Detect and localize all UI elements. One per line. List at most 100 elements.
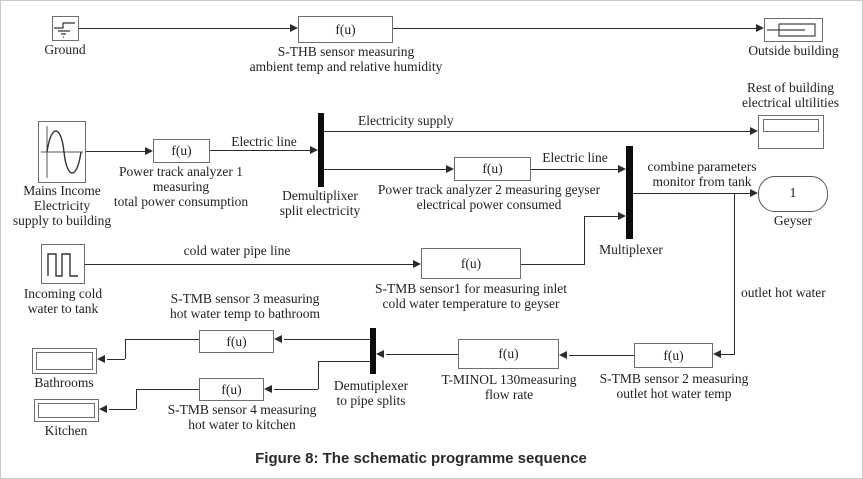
cold-water-pipe-label: cold water pipe line (183, 243, 291, 258)
multiplexer-bar (626, 146, 633, 239)
wire-stmb4-out (136, 389, 199, 390)
fu-block-stmb4: f(u) (199, 378, 264, 401)
fu-label: f(u) (498, 346, 519, 361)
demux-pipe-label: Demutiplexer to pipe splits (333, 378, 409, 408)
fu-block-stmb2: f(u) (634, 343, 713, 368)
outside-building-label: Outside building (748, 43, 839, 58)
sine-wave-icon (41, 126, 83, 178)
ground-label: Ground (44, 42, 86, 57)
outlet-hot-water-label: outlet hot water (741, 285, 826, 300)
arrowhead (618, 165, 626, 173)
outside-building-icon (767, 23, 816, 37)
wire-pta1-to-demux (210, 150, 311, 151)
arrowhead (376, 350, 384, 358)
wire-to-bathrooms (107, 359, 125, 360)
arrowhead (756, 24, 764, 32)
wire-demux2-to-stmb3 (284, 339, 370, 340)
arrowhead (559, 351, 567, 359)
arrowhead (750, 127, 758, 135)
wire-ground-to-sthb (79, 28, 291, 29)
wire-branch2-down (318, 361, 319, 389)
wire-stmb3-out (125, 339, 199, 340)
kitchen-block (34, 399, 99, 422)
wire-stmb4-down (136, 389, 137, 409)
fu-block-tminol: f(u) (458, 339, 559, 369)
fu-label: f(u) (460, 255, 482, 271)
stmb4-label: S-TMB sensor 4 measuring hot water to ki… (167, 402, 317, 432)
fu-label: f(u) (221, 381, 242, 397)
stmb3-label: S-TMB sensor 3 measuring hot water temp … (170, 291, 320, 321)
arrowhead (145, 147, 153, 155)
fu-block-sthb: f(u) (298, 16, 393, 43)
bathrooms-label: Bathrooms (34, 375, 94, 390)
rest-of-building-block (758, 115, 824, 149)
fu-label: f(u) (335, 21, 356, 37)
multiplexer-label: Multiplexer (599, 242, 663, 257)
rest-of-building-label: Rest of building electrical ultilities (741, 80, 840, 110)
wire-stmb1-out (521, 264, 584, 265)
tminol-label: T-MINOL 130measuring flow rate (441, 372, 577, 402)
arrowhead (750, 189, 758, 197)
wire-mux-to-geyser (633, 193, 751, 194)
ground-icon (54, 22, 75, 38)
fu-block-stmb3: f(u) (199, 330, 274, 353)
wire-outlet-hot-water (734, 193, 735, 355)
wire-to-kitchen (109, 409, 136, 410)
wire-stmb1-to-mux (584, 216, 618, 217)
combine-parameters-label: combine parameters monitor from tank (647, 159, 757, 189)
geyser-label: Geyser (773, 213, 813, 228)
ground-block (52, 16, 79, 41)
outside-building-block (764, 18, 823, 42)
fu-label: f(u) (482, 161, 503, 176)
electric-line-2-label: Electric line (542, 150, 608, 165)
wire-electricity-supply (324, 131, 751, 132)
wire-stmb3-down (125, 339, 126, 359)
display-icon (36, 352, 93, 370)
fu-label: f(u) (171, 143, 192, 158)
wire-pta2-to-mux (531, 169, 619, 170)
fu-block-stmb1: f(u) (421, 248, 521, 279)
display-icon (763, 119, 819, 132)
stmb1-label: S-TMB sensor1 for measuring inlet cold w… (375, 281, 567, 311)
figure-caption: Figure 8: The schematic programme sequen… (255, 450, 587, 467)
wire-cold-water (85, 264, 414, 265)
electricity-supply-label: Electricity supply (358, 113, 454, 128)
bathrooms-block (32, 348, 97, 374)
geyser-port-number: 1 (789, 186, 797, 201)
wire-stmb2-to-tminol (569, 355, 634, 356)
fu-block-pta1: f(u) (153, 139, 210, 163)
arrowhead (97, 355, 105, 363)
arrowhead (310, 146, 318, 154)
pta2-label: Power track analyzer 2 measuring geyser … (377, 182, 601, 212)
arrowhead (713, 350, 721, 358)
incoming-cold-water-block (41, 244, 85, 284)
incoming-cold-water-label: Incoming cold water to tank (23, 286, 103, 316)
wire-mains-to-pta1 (86, 151, 146, 152)
fu-label: f(u) (226, 333, 247, 349)
arrowhead (264, 385, 272, 393)
wire-to-stmb4 (274, 389, 318, 390)
geyser-port-block: 1 (758, 176, 828, 212)
arrowhead (274, 335, 282, 343)
wire-demux-to-pta2 (324, 169, 447, 170)
display-icon (38, 403, 95, 418)
demux-electricity-bar (318, 113, 324, 187)
wire-tminol-to-demux2 (386, 354, 458, 355)
wire-demux2-branch2 (318, 361, 370, 362)
stmb2-label: S-TMB sensor 2 measuring outlet hot wate… (599, 371, 749, 401)
electric-line-1-label: Electric line (231, 134, 297, 149)
kitchen-label: Kitchen (44, 423, 88, 438)
sthb-label: S-THB sensor measuring ambient temp and … (249, 44, 443, 74)
fu-block-pta2: f(u) (454, 157, 531, 181)
arrowhead (413, 260, 421, 268)
demux-pipe-bar (370, 328, 376, 374)
pta1-label: Power track analyzer 1 measuring total p… (113, 164, 249, 209)
wire-stmb1-up (584, 216, 585, 265)
arrowhead (290, 24, 298, 32)
wire-into-stmb2 (721, 354, 735, 355)
arrowhead (618, 212, 626, 220)
mains-label: Mains Income Electricity supply to build… (12, 183, 112, 228)
fu-label: f(u) (663, 347, 684, 363)
wire-sthb-to-outside (393, 28, 756, 29)
